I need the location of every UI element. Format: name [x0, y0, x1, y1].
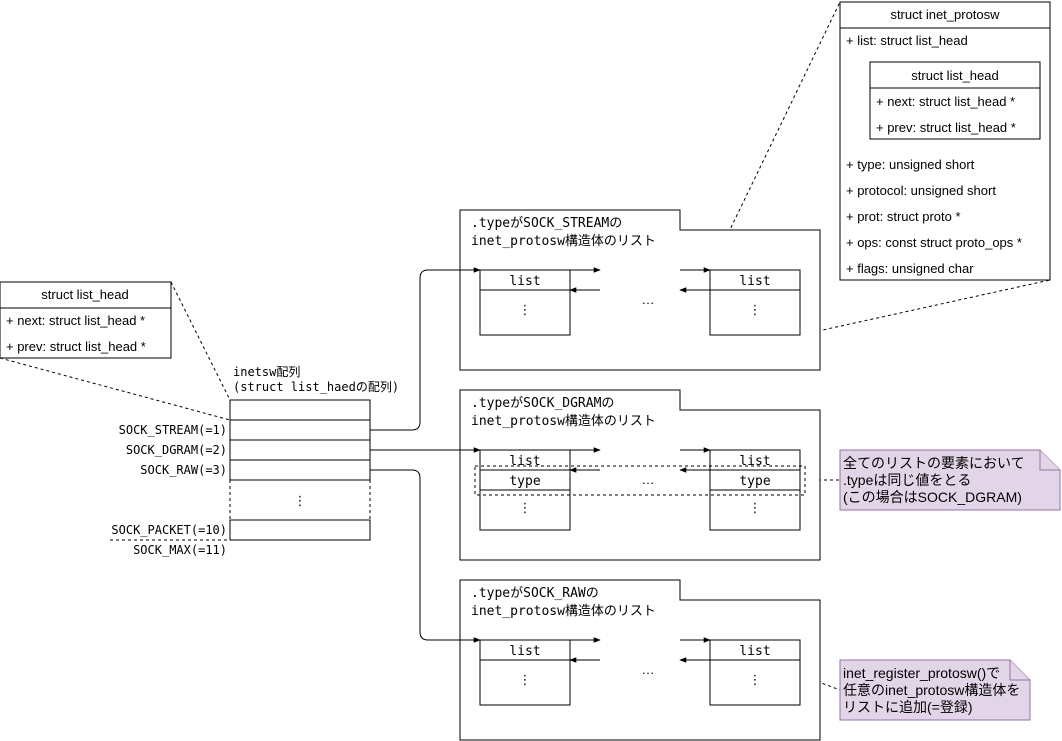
type-highlight-box: [474, 465, 806, 496]
list-raw-title-line1: .typeがSOCK_RAWの: [471, 586, 599, 601]
inetsw-slot-3: [229, 459, 371, 481]
raw-node-last: list ⋮: [709, 639, 801, 706]
stream-middle-ellipsis: …: [642, 292, 655, 307]
inet-protosw-field-prot: + prot: struct proto *: [846, 209, 961, 224]
label-sock-packet: SOCK_PACKET(=10): [111, 523, 227, 537]
left-struct-title: struct list_head: [41, 287, 128, 302]
right-struct-inet-protosw: struct inet_protosw + list: struct list_…: [839, 1, 1051, 281]
inet-protosw-field-type: + type: unsigned short: [846, 157, 975, 172]
node-ellipsis: ⋮: [519, 302, 532, 317]
node-ellipsis: ⋮: [749, 500, 762, 515]
inetsw-ellipsis: ⋮: [294, 493, 307, 508]
list-dgram-title-line2: inet_protosw構造体のリスト: [471, 414, 656, 429]
inetsw-slot-2: [229, 439, 371, 461]
dgram-middle-ellipsis: …: [642, 472, 655, 487]
inet-protosw-link-line-bottom: [799, 279, 1051, 336]
inner-struct-title: struct list_head: [911, 68, 998, 83]
left-struct-list-head: struct list_head + next: struct list_hea…: [0, 281, 172, 359]
note-same-type: 全てのリストの要素において .typeは同じ値をとる (この場合はSOCK_DG…: [839, 449, 1061, 511]
inet-protosw-link-line-top: [709, 1, 841, 272]
raw-middle-ellipsis: …: [642, 662, 655, 677]
inetsw-slot-10: [229, 519, 371, 541]
inetsw-slot-1: [229, 419, 371, 441]
inet-protosw-field-list: + list: struct list_head: [846, 33, 968, 48]
stream-node-first: list ⋮: [479, 269, 571, 336]
left-struct-field-next: + next: struct list_head *: [6, 313, 145, 328]
stream-head-arrow: [370, 267, 481, 431]
inetsw-slot-0: [229, 399, 371, 421]
inner-struct-field-prev: + prev: struct list_head *: [876, 120, 1016, 135]
note2-line1: inet_register_protosw()で: [843, 665, 1000, 681]
node-list-label: list: [509, 644, 540, 659]
node-ellipsis: ⋮: [749, 672, 762, 687]
left-struct-field-prev: + prev: struct list_head *: [6, 339, 146, 354]
node-list-label: list: [739, 644, 770, 659]
node-ellipsis: ⋮: [749, 302, 762, 317]
inet-protosw-field-protocol: + protocol: unsigned short: [846, 183, 996, 198]
node-ellipsis: ⋮: [519, 672, 532, 687]
struct-link-line-bottom: [0, 357, 231, 421]
note1-line2: .typeは同じ値をとる: [843, 472, 971, 488]
raw-head-arrow: [370, 469, 481, 643]
list-dgram-title-line1: .typeがSOCK_DGRAMの: [471, 396, 614, 411]
node-type-label: type: [739, 474, 770, 489]
label-sock-stream: SOCK_STREAM(=1): [119, 423, 227, 437]
node-list-label: list: [739, 274, 770, 289]
raw-node-first: list ⋮: [479, 639, 571, 706]
list-stream-title-line1: .typeがSOCK_STREAMの: [471, 216, 622, 231]
list-raw-title-line2: inet_protosw構造体のリスト: [471, 604, 656, 619]
note2-line3: リストに追加(=登録): [843, 699, 973, 715]
inet-protosw-field-ops: + ops: const struct proto_ops *: [846, 235, 1022, 250]
node-type-label: type: [509, 474, 540, 489]
node-list-label: list: [739, 454, 770, 469]
inet-protosw-field-flags: + flags: unsigned char: [846, 261, 974, 276]
list-stream-title-line2: inet_protosw構造体のリスト: [471, 234, 656, 249]
stream-node-last: list ⋮: [709, 269, 801, 336]
inetsw-array: inetsw配列 (struct list_haedの配列) ⋮ SOCK_ST…: [110, 365, 399, 557]
inner-struct-list-head: struct list_head + next: struct list_hea…: [869, 61, 1041, 140]
node-list-label: list: [509, 274, 540, 289]
node-list-label: list: [509, 454, 540, 469]
inet-protosw-title: struct inet_protosw: [890, 7, 1000, 22]
label-sock-dgram: SOCK_DGRAM(=2): [126, 443, 227, 457]
inner-struct-field-next: + next: struct list_head *: [876, 94, 1015, 109]
note2-line2: 任意のinet_protosw構造体を: [843, 682, 1020, 698]
note1-line3: (この場合はSOCK_DGRAM): [843, 489, 1022, 505]
label-sock-raw: SOCK_RAW(=3): [140, 463, 227, 477]
inetsw-caption-line1: inetsw配列: [233, 365, 300, 379]
note-register: inet_register_protosw()で 任意のinet_protosw…: [839, 659, 1031, 721]
dgram-node-first: list type ⋮: [479, 449, 571, 531]
struct-link-line-top: [170, 281, 231, 401]
inetsw-caption-line2: (struct list_haedの配列): [233, 380, 399, 394]
node-ellipsis: ⋮: [519, 500, 532, 515]
label-sock-max: SOCK_MAX(=11): [133, 543, 227, 557]
dgram-node-last: list type ⋮: [709, 449, 801, 531]
note1-line1: 全てのリストの要素において: [843, 455, 1025, 471]
